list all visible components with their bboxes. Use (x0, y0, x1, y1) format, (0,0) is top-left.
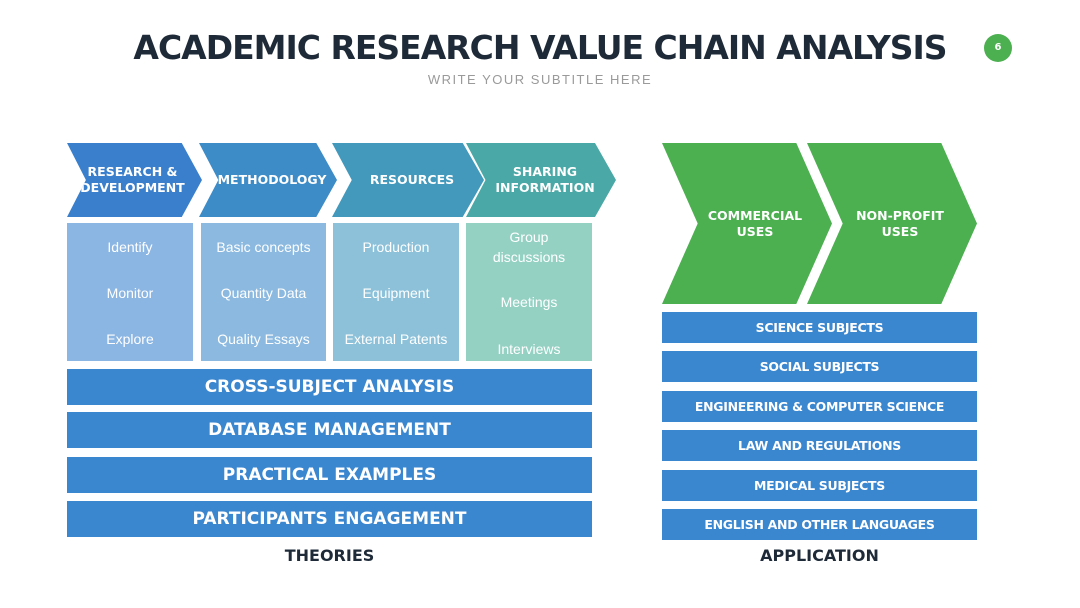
chevron-commercial-uses: COMMERCIAL USES (662, 143, 832, 304)
chevron-label: RESEARCH & DEVELOPMENT (80, 164, 185, 195)
chevron-research-development: RESEARCH & DEVELOPMENT (67, 143, 202, 217)
list-item: Explore (106, 331, 154, 347)
list-item: Equipment (362, 285, 430, 301)
bar-science-subjects: SCIENCE SUBJECTS (662, 312, 977, 343)
page-number-badge: 6 (984, 34, 1012, 62)
page-subtitle: WRITE YOUR SUBTITLE HERE (427, 72, 653, 87)
stage-items-sharing-information: Group discussions Meetings Interviews (466, 223, 592, 361)
bar-participants-engagement: PARTICIPANTS ENGAGEMENT (67, 501, 592, 537)
bar-english-other-languages: ENGLISH AND OTHER LANGUAGES (662, 509, 977, 540)
list-item: External Patents (344, 331, 448, 347)
list-item: Identify (107, 239, 153, 255)
stage-items-methodology: Basic concepts Quantity Data Quality Ess… (201, 223, 326, 361)
list-item: Interviews (497, 341, 561, 357)
chevron-label: NON-PROFIT USES (856, 207, 944, 239)
chevron-label: SHARING INFORMATION (495, 164, 595, 195)
chevron-label: METHODOLOGY (217, 172, 327, 187)
bar-database-management: DATABASE MANAGEMENT (67, 412, 592, 448)
list-item: Quantity Data (220, 285, 307, 301)
chevron-label: RESOURCES (369, 172, 455, 187)
list-item: Monitor (106, 285, 154, 301)
chevron-label: COMMERCIAL USES (707, 207, 803, 239)
bar-practical-examples: PRACTICAL EXAMPLES (67, 457, 592, 493)
chevron-methodology: METHODOLOGY (199, 143, 337, 217)
stage-items-research-development: Identify Monitor Explore (67, 223, 193, 361)
bar-medical-subjects: MEDICAL SUBJECTS (662, 470, 977, 501)
bar-cross-subject-analysis: CROSS-SUBJECT ANALYSIS (67, 369, 592, 405)
bar-law-regulations: LAW AND REGULATIONS (662, 430, 977, 461)
list-item: Production (362, 239, 430, 255)
chevron-resources: RESOURCES (332, 143, 484, 217)
chevron-sharing-information: SHARING INFORMATION (466, 143, 616, 217)
page-title: ACADEMIC RESEARCH VALUE CHAIN ANALYSIS (133, 28, 947, 67)
bar-engineering-computer-science: ENGINEERING & COMPUTER SCIENCE (662, 391, 977, 422)
list-item: Basic concepts (216, 239, 311, 255)
theories-label: THEORIES (284, 546, 375, 565)
list-item: Quality Essays (217, 331, 310, 347)
stage-items-resources: Production Equipment External Patents (333, 223, 459, 361)
list-item: Meetings (500, 294, 558, 310)
bar-social-subjects: SOCIAL SUBJECTS (662, 351, 977, 382)
chevron-non-profit-uses: NON-PROFIT USES (807, 143, 977, 304)
list-item: Group discussions (492, 229, 566, 265)
application-label: APPLICATION (760, 546, 879, 565)
